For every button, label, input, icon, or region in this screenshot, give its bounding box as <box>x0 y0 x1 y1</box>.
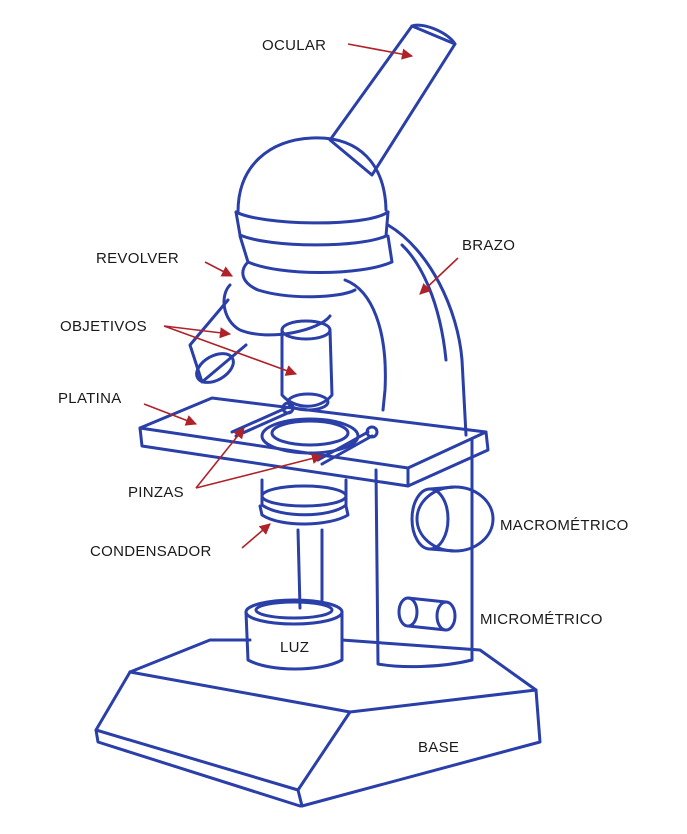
head-dome <box>234 136 390 247</box>
label-revolver: REVOLVER <box>96 250 179 267</box>
label-ocular: OCULAR <box>262 37 326 54</box>
revolver-block <box>238 234 394 299</box>
arrow-brazo <box>419 257 459 295</box>
arrow-platina <box>143 403 198 426</box>
base <box>94 638 542 808</box>
arrow-ocular <box>347 43 414 60</box>
eyepiece-tube <box>328 23 457 177</box>
label-micrometrico: MICROMÉTRICO <box>480 611 603 628</box>
arrow-objetivos-left <box>163 325 232 339</box>
arrow-objetivos-center <box>163 325 298 376</box>
pillar <box>296 438 474 669</box>
label-pinzas: PINZAS <box>128 484 184 501</box>
label-objetivos: OBJETIVOS <box>60 318 147 335</box>
arrow-condensador <box>241 523 271 549</box>
stage-clips <box>230 401 379 466</box>
arrow-pinzas-right <box>195 453 324 489</box>
label-base: BASE <box>418 739 459 756</box>
light-source <box>244 598 344 671</box>
label-macrometrico: MACROMÉTRICO <box>500 517 629 534</box>
label-brazo: BRAZO <box>462 237 515 254</box>
arm <box>343 223 468 437</box>
label-condensador: CONDENSADOR <box>90 543 212 560</box>
coarse-focus-knob <box>410 485 495 553</box>
arrow-pinzas-left <box>195 427 245 489</box>
condenser <box>258 478 350 526</box>
label-luz: LUZ <box>280 639 309 656</box>
label-platina: PLATINA <box>58 390 122 407</box>
stage-platform <box>138 396 490 488</box>
objective-left <box>188 283 332 384</box>
arrow-revolver <box>204 261 233 277</box>
fine-focus-knob <box>397 596 457 632</box>
